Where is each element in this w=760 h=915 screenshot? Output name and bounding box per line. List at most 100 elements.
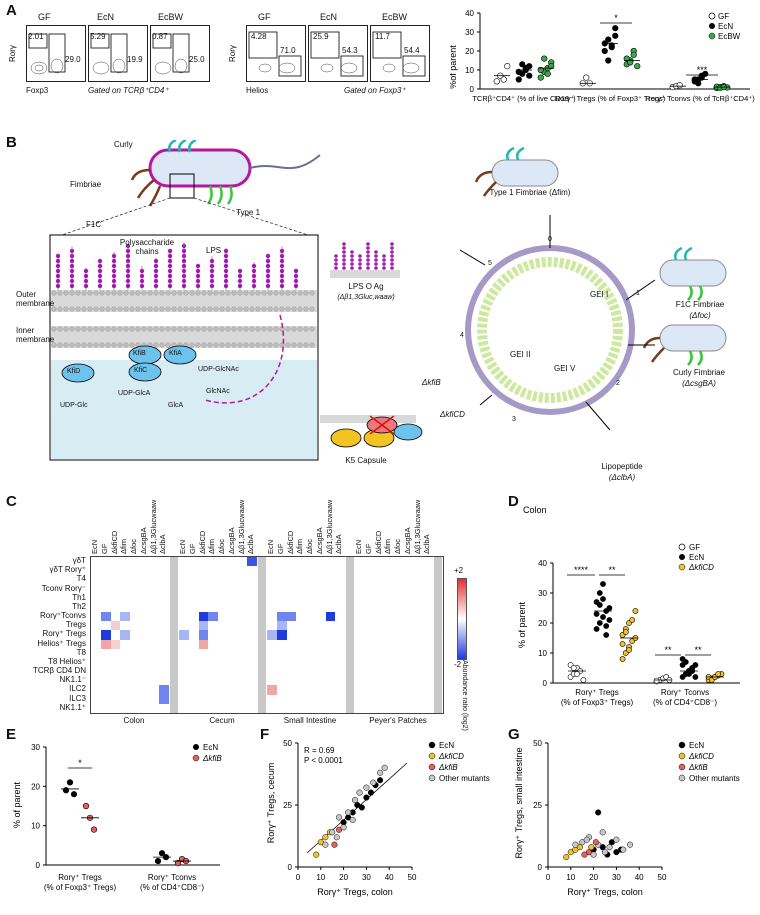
inner-membrane-band	[51, 326, 317, 348]
lipid-head	[57, 306, 63, 312]
xtick-label: 0	[296, 873, 301, 882]
legend-marker	[678, 741, 686, 749]
svg-text:*: *	[614, 13, 618, 23]
chart-d-group2-sub: (% of CD4⁺CD8⁻)	[653, 698, 717, 707]
lipid-head	[87, 342, 93, 348]
ring-tick-2: 2	[616, 380, 620, 387]
facs2-plot-gf: 4.28 71.0	[246, 25, 306, 82]
ps-bead	[223, 253, 229, 259]
heatmap-cell	[198, 612, 209, 622]
ps-bead	[279, 273, 285, 279]
lipid-head	[225, 342, 231, 348]
lps-bead	[382, 258, 386, 262]
ps-bead	[139, 268, 145, 274]
xtick-label: 20	[589, 873, 598, 882]
lps-bead	[366, 258, 370, 262]
scatter-point	[358, 804, 365, 811]
ps-bead	[153, 268, 159, 274]
lps-bead	[342, 266, 346, 270]
svg-text:**: **	[608, 565, 616, 575]
ps-bead	[139, 278, 145, 284]
curly-fimbriae-bacterium	[659, 324, 727, 352]
lipid-head	[99, 290, 105, 296]
ps-bead	[125, 258, 131, 264]
lipid-head	[111, 342, 117, 348]
heatmap-col-label: Δfoc	[129, 538, 138, 554]
ps-bead	[181, 273, 187, 279]
chart-d-point	[606, 605, 613, 611]
lipid-head	[285, 326, 291, 332]
lipid-head	[303, 306, 309, 312]
facs1-ecn-right: 19.9	[127, 55, 143, 64]
lipid-head	[255, 306, 261, 312]
facs1-title-gf: GF	[38, 12, 51, 22]
ps-bead	[293, 273, 299, 279]
lipid-head	[261, 290, 267, 296]
lipid-head	[207, 290, 213, 296]
chart-g-ylabel: Rorγ⁺ Tregs, small intestine	[514, 748, 524, 859]
heatmap-col-label: ΔcsgBA	[314, 527, 324, 554]
heatmap-row-label: ILC3	[69, 693, 86, 703]
chart-a-point	[630, 51, 637, 58]
label-kfia: KfiA	[169, 350, 182, 357]
svg-text:**: **	[664, 645, 672, 655]
xtick-label: 30	[362, 873, 371, 882]
heatmap-row-label: Tregs	[65, 620, 86, 630]
chart-e-point	[82, 802, 90, 810]
ps-bead	[237, 273, 243, 279]
heatmap-separator	[258, 557, 266, 713]
heatmap-legend-min: -2	[454, 660, 462, 669]
heatmap-cell	[325, 612, 336, 622]
lipid-head	[291, 306, 297, 312]
ps-bead	[195, 283, 201, 289]
lipid-head	[189, 306, 195, 312]
lipid-head	[219, 342, 225, 348]
heatmap-col-label: Δβ1,3Glucwaaw	[412, 499, 422, 554]
label-f1c-fimbriae: F1C Fimbriae	[675, 300, 725, 309]
lipid-head	[231, 306, 237, 312]
ytick-label: 25	[283, 801, 292, 810]
chart-f-xlabel: Rorγ⁺ Tregs, colon	[317, 887, 392, 897]
ps-bead	[223, 278, 229, 284]
chart-d-title: Colon	[523, 505, 547, 515]
label-lipopeptide-mut: (ΔclbA)	[608, 473, 636, 482]
facs2-ecn-left: 25.9	[313, 32, 329, 41]
chart-d-ylabel: % of parent	[517, 601, 527, 648]
chart-e-point	[154, 857, 162, 865]
ps-bead	[251, 278, 257, 284]
lipid-head	[213, 290, 219, 296]
lipid-head	[243, 290, 249, 296]
lps-bead	[358, 258, 362, 262]
lipid-head	[177, 326, 183, 332]
heatmap-cell	[179, 630, 189, 640]
scatter-point	[349, 816, 356, 823]
lps-bead	[334, 266, 338, 270]
lps-bead	[350, 262, 354, 266]
lipid-head	[159, 306, 165, 312]
heatmap-col-label: Δfim	[383, 538, 393, 554]
scatter-point	[370, 779, 377, 786]
chart-a-point	[623, 55, 630, 62]
ps-bead	[139, 273, 145, 279]
chart-a-point	[634, 63, 641, 70]
ps-bead	[279, 263, 285, 269]
ps-bead	[111, 273, 117, 279]
genome-ring-inner	[477, 257, 623, 403]
heatmap-row-label: Tconv Rorγ⁻	[41, 583, 86, 593]
lipid-head	[273, 342, 279, 348]
lps-bead	[350, 258, 354, 262]
legend-gf-marker	[708, 12, 716, 20]
type1-fimbriae-bacterium	[491, 159, 559, 187]
heatmap-col-label: ΔkfiCD	[109, 530, 119, 554]
chart-d-ytick-label: 0	[543, 679, 548, 688]
label-lps: LPS	[206, 246, 222, 255]
ps-bead	[181, 283, 187, 289]
scatter-point	[563, 854, 570, 861]
lipid-head	[75, 306, 81, 312]
lps-bead	[350, 266, 354, 270]
chart-d-point	[715, 671, 722, 677]
kfid-protein	[61, 363, 95, 383]
label-lps-o-ag: LPS O Ag	[348, 282, 384, 291]
heatmap-cell	[120, 630, 130, 640]
ps-bead	[97, 273, 103, 279]
